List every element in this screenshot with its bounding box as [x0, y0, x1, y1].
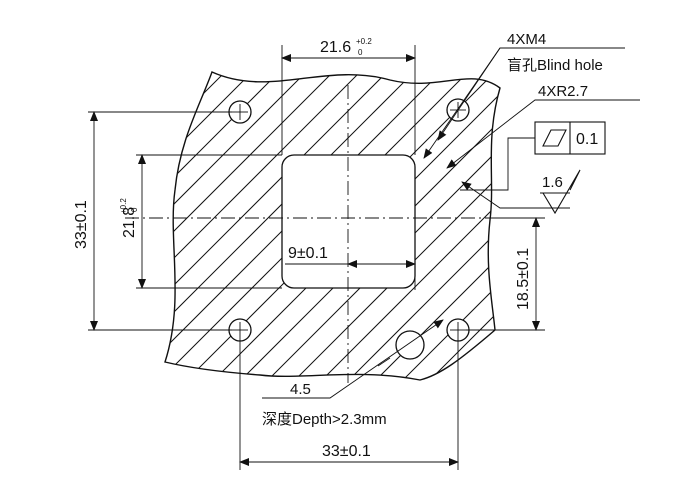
leader-lines [262, 47, 640, 399]
dim-left-height-base: 21.8 [121, 207, 138, 238]
leader-radius [446, 99, 640, 169]
center-lines [125, 85, 490, 383]
hatch-line [606, 0, 700, 420]
dim-hole-dia: 4.5 [290, 381, 311, 398]
dim-left-height-tol-lower: 0 [130, 207, 139, 212]
surface-finish-value: 1.6 [542, 174, 563, 191]
surface-finish: 1.6 [540, 169, 581, 215]
hatch-line [308, 72, 500, 380]
callout-depth: 深度Depth>2.3mm [262, 411, 387, 428]
hatch-line [254, 72, 500, 380]
leader-gdt [460, 137, 535, 191]
dim-top-width-tol-lower: 0 [358, 48, 363, 57]
dimension-text: 21.6 +0.2 0 33±0.1 21.8 +0.2 0 9±0.1 18.… [73, 37, 532, 460]
hatch-line [165, 72, 406, 380]
hatch-line [165, 72, 433, 380]
center-pocket [281, 154, 416, 289]
hatch-line [633, 0, 700, 420]
dim-top-width-base: 21.6 [320, 39, 351, 56]
hatch-line [165, 72, 298, 380]
dimension-lines [90, 54, 540, 466]
extension-lines [88, 45, 545, 470]
tolerance-value: 0.1 [576, 131, 598, 148]
hatch-line [362, 72, 500, 380]
hatch-line [687, 0, 700, 420]
dim-outer-left: 33±0.1 [73, 200, 90, 249]
leader-depth [262, 319, 444, 399]
hatch-line [660, 0, 700, 420]
callout-text: 4XM4 盲孔Blind hole 4XR2.7 深度Depth>2.3mm [262, 31, 603, 428]
plate-outline [164, 71, 501, 381]
hatch-line [227, 72, 500, 380]
tolerance-frame: 0.1 [534, 121, 606, 155]
dim-right-offset: 18.5±0.1 [515, 248, 532, 310]
hatch-line [389, 72, 500, 380]
hatch-line [165, 72, 460, 380]
flatness-icon [542, 129, 567, 147]
callout-radius: 4XR2.7 [538, 83, 588, 100]
hole-center-bottom [395, 330, 425, 360]
dim-center-offset: 9±0.1 [288, 245, 328, 262]
callout-blind-hole: 盲孔Blind hole [507, 57, 603, 74]
leader-finish [461, 181, 570, 209]
callout-thread: 4XM4 [507, 31, 546, 48]
dim-top-width-tol-upper: +0.2 [356, 37, 372, 46]
dim-left-height-tol-upper: +0.2 [119, 198, 128, 214]
hatch-line [165, 72, 487, 380]
dim-outer-bottom: 33±0.1 [322, 443, 371, 460]
